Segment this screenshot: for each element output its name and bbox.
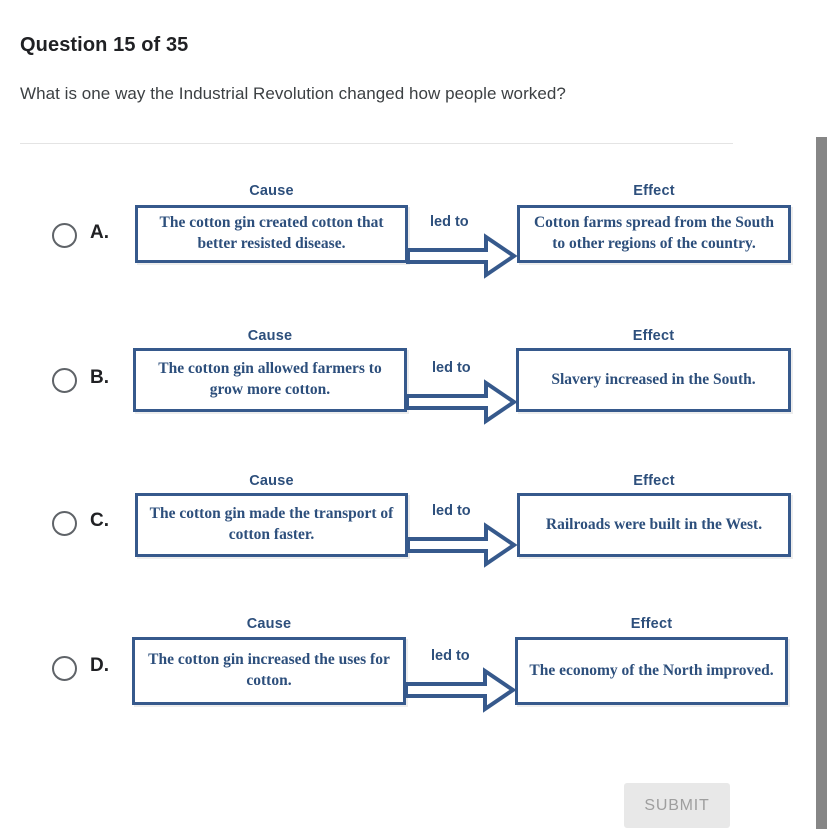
option-d-diagram: Cause Effect The cotton gin increased th… [0,610,810,755]
option-c[interactable]: C. Cause Effect The cotton gin made the … [0,465,810,610]
effect-label: Effect [633,473,675,489]
effect-box: Slavery increased in the South. [516,348,791,412]
option-b[interactable]: B. Cause Effect The cotton gin allowed f… [0,320,810,465]
scrollbar-track[interactable] [813,0,828,829]
scrollbar-thumb[interactable] [816,137,827,829]
cause-label: Cause [249,473,294,489]
option-d-letter: D. [90,655,109,676]
effect-box: The economy of the North improved. [515,637,788,705]
option-b-diagram: Cause Effect The cotton gin allowed farm… [0,320,810,465]
option-a-letter: A. [90,222,109,243]
option-a-diagram: Cause Effect The cotton gin created cott… [0,175,810,320]
effect-label: Effect [630,616,673,632]
connector-label: led to [432,360,471,376]
option-c-diagram: Cause Effect The cotton gin made the tra… [0,465,810,610]
effect-box: Cotton farms spread from the South to ot… [517,205,791,263]
radio-option-d[interactable] [52,656,77,681]
arrow-icon [406,522,518,568]
radio-option-c[interactable] [52,511,77,536]
option-b-letter: B. [90,367,109,388]
option-c-letter: C. [90,510,109,531]
connector-label: led to [431,648,470,664]
page-title: Question 15 of 35 [20,34,189,56]
arrow-icon [406,233,518,279]
cause-label: Cause [249,183,294,199]
radio-option-a[interactable] [52,223,77,248]
option-a[interactable]: A. Cause Effect The cotton gin created c… [0,175,810,320]
effect-box: Railroads were built in the West. [517,493,791,557]
effect-label: Effect [632,328,675,344]
cause-box: The cotton gin made the transport of cot… [135,493,408,557]
cause-box: The cotton gin created cotton that bette… [135,205,408,263]
effect-label: Effect [633,183,675,199]
option-d[interactable]: D. Cause Effect The cotton gin increased… [0,610,810,755]
header-divider [20,143,733,144]
arrow-icon [404,667,517,713]
connector-label: led to [432,503,471,519]
radio-option-b[interactable] [52,368,77,393]
cause-label: Cause [247,328,293,344]
cause-label: Cause [246,616,292,632]
connector-label: led to [430,214,469,230]
arrow-icon [405,379,518,425]
question-prompt: What is one way the Industrial Revolutio… [20,84,566,103]
cause-box: The cotton gin increased the uses for co… [132,637,406,705]
cause-box: The cotton gin allowed farmers to grow m… [133,348,407,412]
submit-button[interactable]: SUBMIT [624,783,730,828]
